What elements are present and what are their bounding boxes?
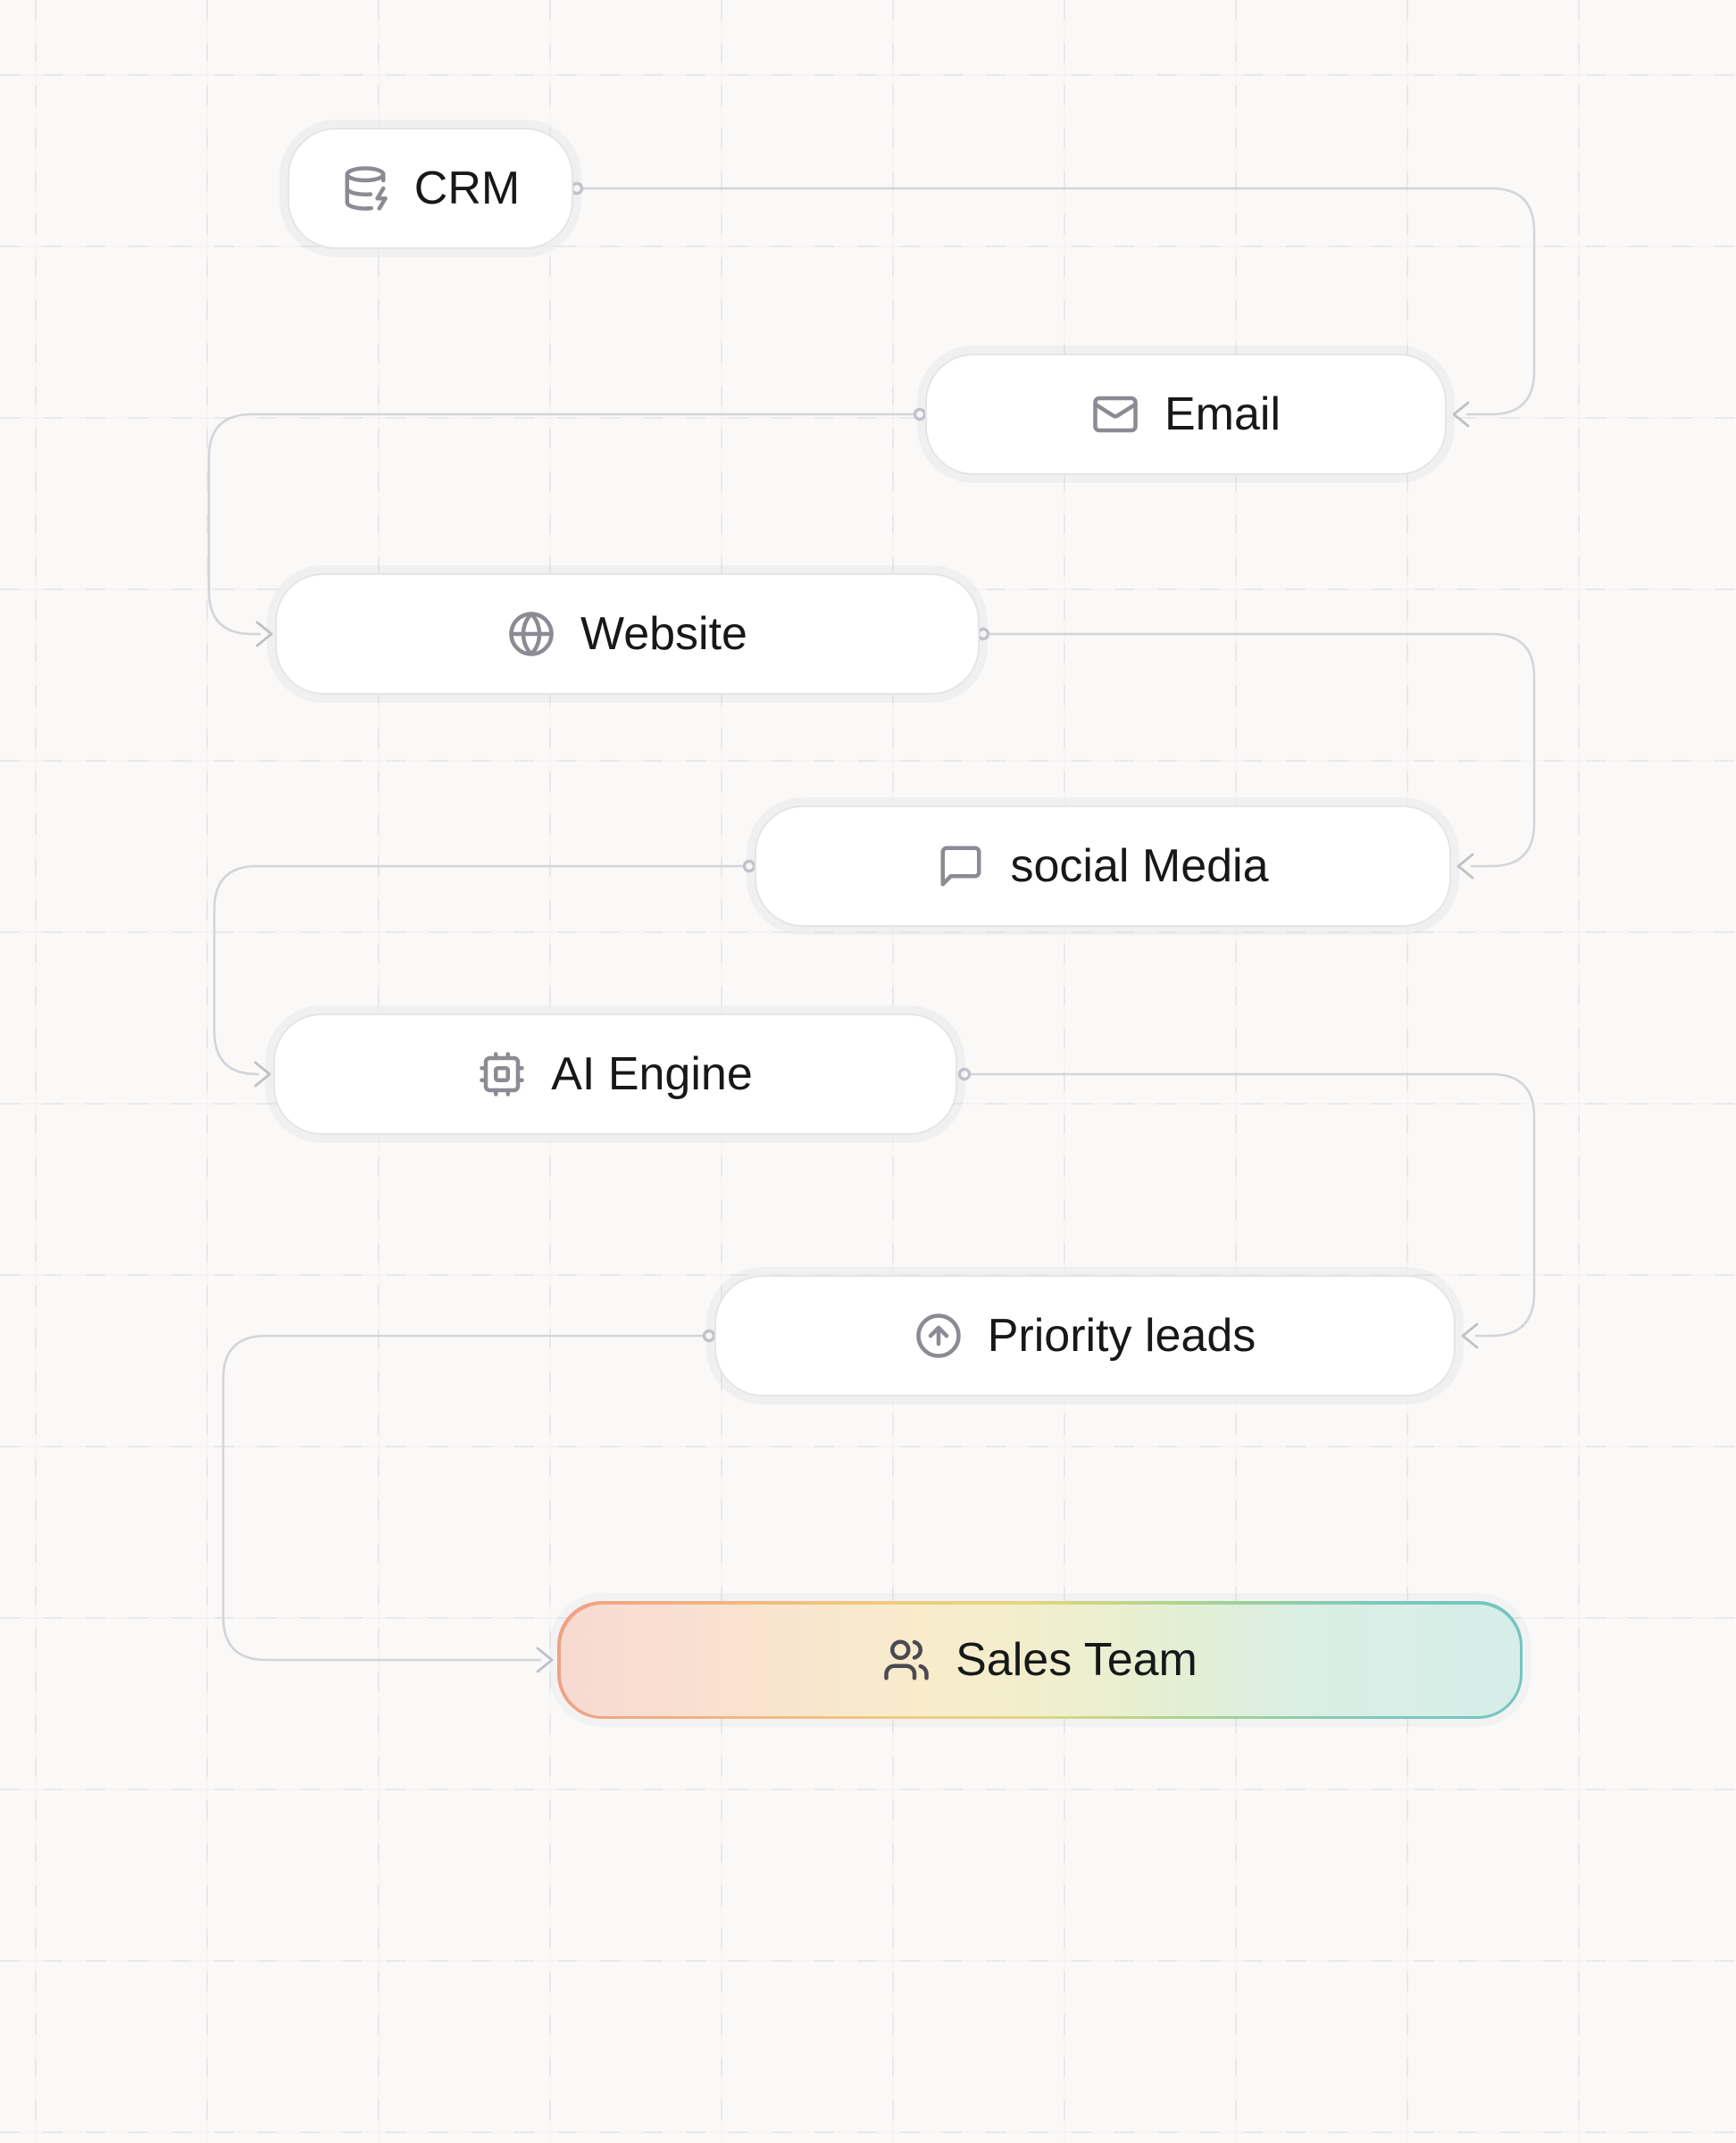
edge-path (207, 413, 914, 636)
edge-path (582, 187, 1536, 416)
mail-icon (1091, 390, 1139, 438)
node-website[interactable]: Website (275, 573, 980, 695)
edge-priority-sales (221, 1329, 716, 1673)
cpu-icon (478, 1050, 526, 1098)
source-handle[interactable] (742, 859, 756, 873)
edge-email-website (207, 407, 927, 647)
source-handle[interactable] (570, 181, 584, 196)
node-email[interactable]: Email (925, 354, 1447, 475)
arrowhead-icon (536, 1647, 554, 1673)
message-square-icon (937, 842, 985, 890)
edge-social-ai (213, 859, 756, 1088)
edge-website-social (976, 627, 1536, 880)
users-icon (882, 1636, 931, 1684)
arrowhead-icon (1461, 1322, 1479, 1349)
edge-path (989, 632, 1536, 868)
edge-path (213, 864, 744, 1076)
node-label: Priority leads (987, 1310, 1256, 1362)
node-label: Website (580, 608, 747, 660)
node-label: AI Engine (551, 1048, 753, 1100)
globe-icon (507, 610, 555, 658)
circle-arrow-up-icon (914, 1312, 963, 1360)
arrowhead-icon (1456, 853, 1474, 880)
node-label: social Media (1010, 840, 1269, 892)
node-crm[interactable]: CRM (288, 128, 573, 249)
edge-path (221, 1334, 704, 1662)
arrowhead-icon (255, 621, 273, 647)
database-zap-icon (341, 164, 389, 213)
source-handle[interactable] (702, 1329, 716, 1343)
source-handle[interactable] (957, 1067, 972, 1081)
node-sales-team[interactable]: Sales Team (557, 1601, 1523, 1719)
edge-path (970, 1072, 1536, 1338)
arrowhead-icon (1452, 401, 1470, 428)
node-label: Email (1164, 388, 1281, 440)
edge-ai-priority (957, 1067, 1536, 1349)
sales-team-node-body: Sales Team (560, 1604, 1520, 1716)
source-handle[interactable] (976, 627, 990, 641)
node-label: CRM (413, 163, 521, 214)
node-priority-leads[interactable]: Priority leads (714, 1275, 1456, 1397)
source-handle[interactable] (913, 407, 927, 421)
node-ai-engine[interactable]: AI Engine (273, 1013, 957, 1135)
node-social-media[interactable]: social Media (755, 805, 1451, 927)
node-label: Sales Team (956, 1634, 1198, 1686)
arrowhead-icon (254, 1061, 271, 1088)
